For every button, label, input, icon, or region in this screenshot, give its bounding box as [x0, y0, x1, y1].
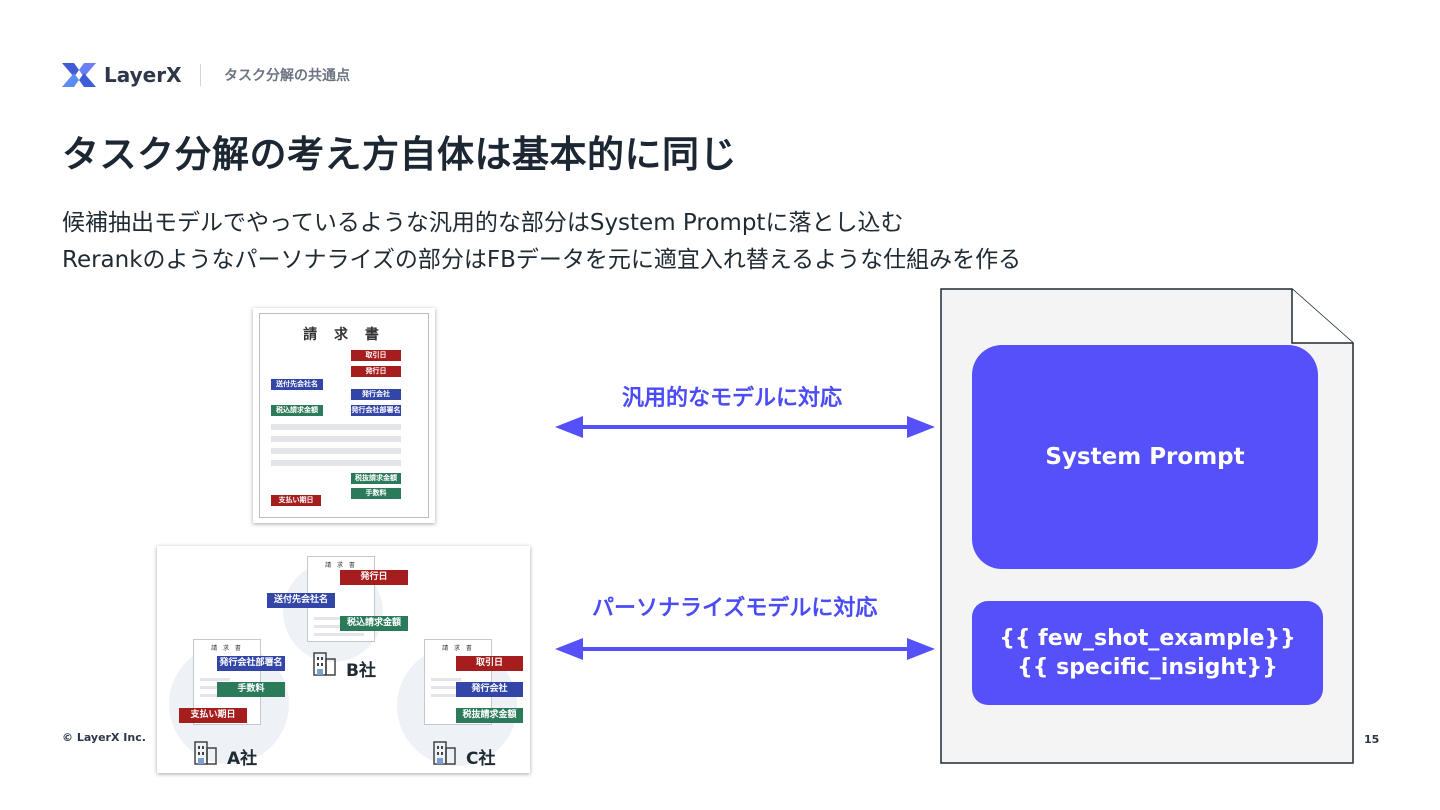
placeholder-line [271, 460, 401, 466]
placeholder-line [200, 678, 230, 681]
company-invoices-image: 請 求 書 発行日 送付先会社名 税込請求金額 B社 請 求 書 発行会社部署名… [157, 546, 530, 773]
tag-torihikibi: 取引日 [351, 350, 401, 361]
b-tag-sofusaki: 送付先会社名 [267, 593, 335, 608]
tag-tesuryo: 手数料 [351, 488, 401, 499]
a-tag-shiharai: 支払い期日 [179, 708, 247, 723]
placeholder-line [314, 633, 364, 636]
specific-insight-placeholder: {{ specific_insight}} [1017, 655, 1278, 680]
subtitle-line-2: Rerankのようなパーソナライズの部分はFBデータを元に適宜入れ替えるような仕… [62, 247, 1022, 273]
slide-title: タスク分解の考え方自体は基本的に同じ [62, 133, 737, 176]
c-tag-torihikibi: 取引日 [456, 656, 523, 671]
tag-zeikomi: 税込請求金額 [271, 405, 323, 416]
placeholder-line [271, 436, 401, 442]
placeholder-line [200, 686, 230, 689]
building-icon [194, 741, 217, 765]
company-a-name: A社 [227, 749, 258, 769]
tag-hakkokaisha: 発行会社 [351, 389, 401, 400]
mini-invoice-title: 請 求 書 [325, 562, 357, 569]
a-tag-busho: 発行会社部署名 [217, 656, 285, 671]
b-tag-zeikomi: 税込請求金額 [340, 616, 408, 631]
generic-invoice-image: 請 求 書 取引日 発行日 送付先会社名 発行会社 税込請求金額 発行会社部署名… [253, 308, 435, 523]
page-number: 15 [1364, 733, 1380, 746]
section-title: タスク分解の共通点 [224, 68, 350, 84]
tag-busho: 発行会社部署名 [351, 405, 401, 416]
system-prompt-block: System Prompt [972, 345, 1318, 569]
placeholder-line [431, 686, 461, 689]
tag-shiharai: 支払い期日 [271, 495, 321, 506]
copyright: © LayerX Inc. [62, 731, 146, 744]
logo-text: LayerX [104, 63, 182, 87]
c-tag-zeinuki: 税抜請求金額 [456, 708, 523, 723]
double-arrow-icon [555, 638, 935, 660]
personalize-model-label: パーソナライズモデルに対応 [592, 596, 878, 621]
placeholder-line [431, 678, 461, 681]
header-divider [200, 64, 201, 86]
subtitle-line-1: 候補抽出モデルでやっているような汎用的な部分はSystem Promptに落とし… [62, 210, 904, 236]
building-icon [313, 652, 336, 676]
system-prompt-label: System Prompt [1045, 444, 1245, 470]
placeholder-block: {{ few_shot_example}} {{ specific_insigh… [972, 601, 1323, 705]
mini-invoice-title: 請 求 書 [211, 645, 243, 652]
b-tag-hakkobi: 発行日 [340, 570, 408, 585]
tag-sofusaki: 送付先会社名 [271, 379, 323, 390]
placeholder-line [271, 424, 401, 430]
placeholder-line [200, 694, 230, 697]
c-tag-hakkokaisha: 発行会社 [456, 682, 523, 697]
company-c-name: C社 [466, 749, 496, 769]
building-icon [433, 741, 456, 765]
placeholder-line [314, 625, 364, 628]
invoice-title: 請 求 書 [303, 327, 385, 343]
tag-zeinuki: 税抜請求金額 [351, 473, 401, 484]
double-arrow-icon [555, 416, 935, 438]
generic-model-label: 汎用的なモデルに対応 [622, 386, 843, 411]
layerx-logo-icon [62, 63, 96, 87]
placeholder-line [314, 617, 364, 620]
placeholder-line [431, 694, 461, 697]
a-tag-tesuryo: 手数料 [217, 682, 285, 697]
few-shot-placeholder: {{ few_shot_example}} [999, 626, 1296, 651]
placeholder-line [271, 448, 401, 454]
company-b-name: B社 [346, 661, 376, 681]
mini-invoice-title: 請 求 書 [442, 645, 474, 652]
tag-hakkobi: 発行日 [351, 366, 401, 377]
logo: LayerX [62, 60, 182, 90]
